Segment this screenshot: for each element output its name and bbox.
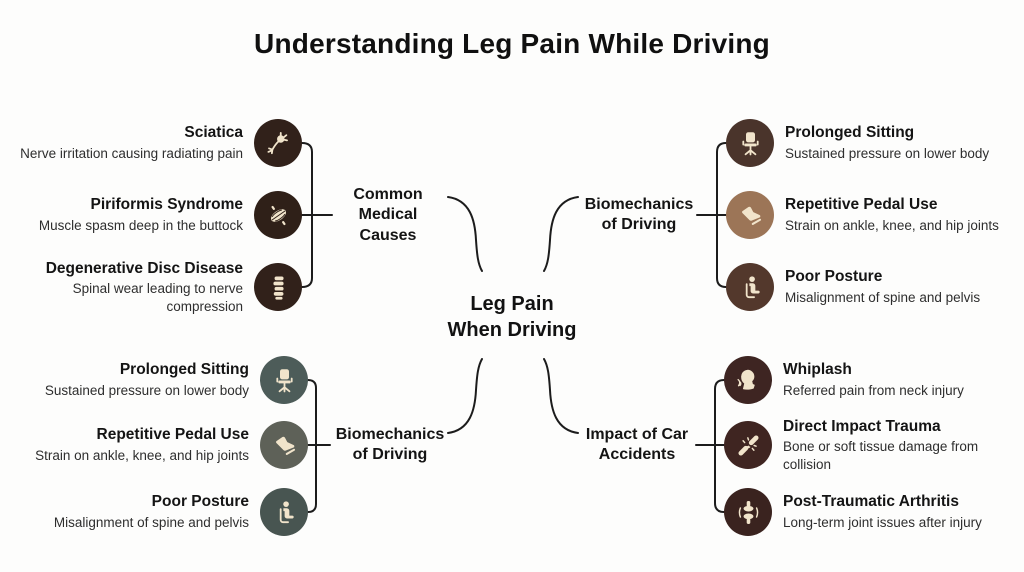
curve-bottom-left [447,358,483,434]
item-sciatica: Sciatica Nerve irritation causing radiat… [20,119,302,167]
item-desc: Sustained pressure on lower body [785,145,990,161]
item-title: Sciatica [184,124,243,142]
item-degenerative-disc-disease: Degenerative Disc Disease Spinal wear le… [5,260,302,314]
item-title: Repetitive Pedal Use [96,426,249,444]
item-title: Prolonged Sitting [785,124,915,142]
item-poor-posture-right: Poor Posture Misalignment of spine and p… [726,263,980,311]
item-title: Direct Impact Trauma [783,417,941,435]
neuron-icon [254,119,302,167]
item-desc: Long-term joint issues after injury [783,514,982,530]
branch-label-common-medical-causes: Common Medical Causes [353,186,423,244]
branch-label-impact-car-accidents: Impact of Car Accidents [585,426,689,464]
center-node-line1: Leg Pain [470,293,554,315]
spine-icon [254,263,302,311]
item-desc: Bone or soft tissue damage from collisio… [783,438,979,472]
item-post-traumatic-arthritis: Post-Traumatic Arthritis Long-term joint… [724,488,982,536]
item-desc: Misalignment of spine and pelvis [53,514,249,530]
item-desc: Sustained pressure on lower body [44,382,249,398]
item-piriformis-syndrome: Piriformis Syndrome Muscle spasm deep in… [39,191,302,239]
pedal-foot-icon [260,421,308,469]
item-title: Poor Posture [785,268,883,286]
item-prolonged-sitting-right: Prolonged Sitting Sustained pressure on … [726,119,989,167]
item-desc: Strain on ankle, knee, and hip joints [785,217,999,233]
item-desc: Referred pain from neck injury [783,382,964,398]
item-title: Whiplash [783,361,852,379]
curve-top-right [543,196,579,272]
item-title: Poor Posture [151,493,249,511]
item-desc: Misalignment of spine and pelvis [785,289,981,305]
item-desc: Muscle spasm deep in the buttock [38,217,243,233]
item-title: Degenerative Disc Disease [45,259,243,277]
item-prolonged-sitting-left: Prolonged Sitting Sustained pressure on … [45,356,308,404]
item-direct-impact-trauma: Direct Impact Trauma Bone or soft tissue… [724,418,1007,472]
item-title: Repetitive Pedal Use [785,196,938,214]
center-node-line2: When Driving [447,319,577,341]
knee-joint-icon [724,488,772,536]
muscle-icon [254,191,302,239]
item-poor-posture-left: Poor Posture Misalignment of spine and p… [54,488,308,536]
curve-bottom-right [543,358,579,434]
curve-top-left [447,196,483,272]
branch-label-biomechanics-left: Biomechanics of Driving [335,426,445,464]
page-title: Understanding Leg Pain While Driving [254,28,770,59]
item-title: Post-Traumatic Arthritis [783,493,959,511]
item-desc: Strain on ankle, knee, and hip joints [35,447,249,463]
pedal-foot-icon [726,191,774,239]
item-title: Prolonged Sitting [119,361,249,379]
office-chair-icon [260,356,308,404]
item-desc: Spinal wear leading to nerve compression [72,280,243,314]
seated-person-icon [726,263,774,311]
seated-person-icon [260,488,308,536]
branch-label-biomechanics-right: Biomechanics of Driving [584,196,694,234]
item-desc: Nerve irritation causing radiating pain [20,145,243,161]
neck-pain-icon [724,356,772,404]
office-chair-icon [726,119,774,167]
item-repetitive-pedal-use-left: Repetitive Pedal Use Strain on ankle, kn… [35,421,308,469]
item-repetitive-pedal-use-right: Repetitive Pedal Use Strain on ankle, kn… [726,191,999,239]
item-whiplash: Whiplash Referred pain from neck injury [724,356,964,404]
item-title: Piriformis Syndrome [90,196,243,214]
center-node: Leg Pain When Driving [412,291,612,343]
broken-bone-icon [724,421,772,469]
